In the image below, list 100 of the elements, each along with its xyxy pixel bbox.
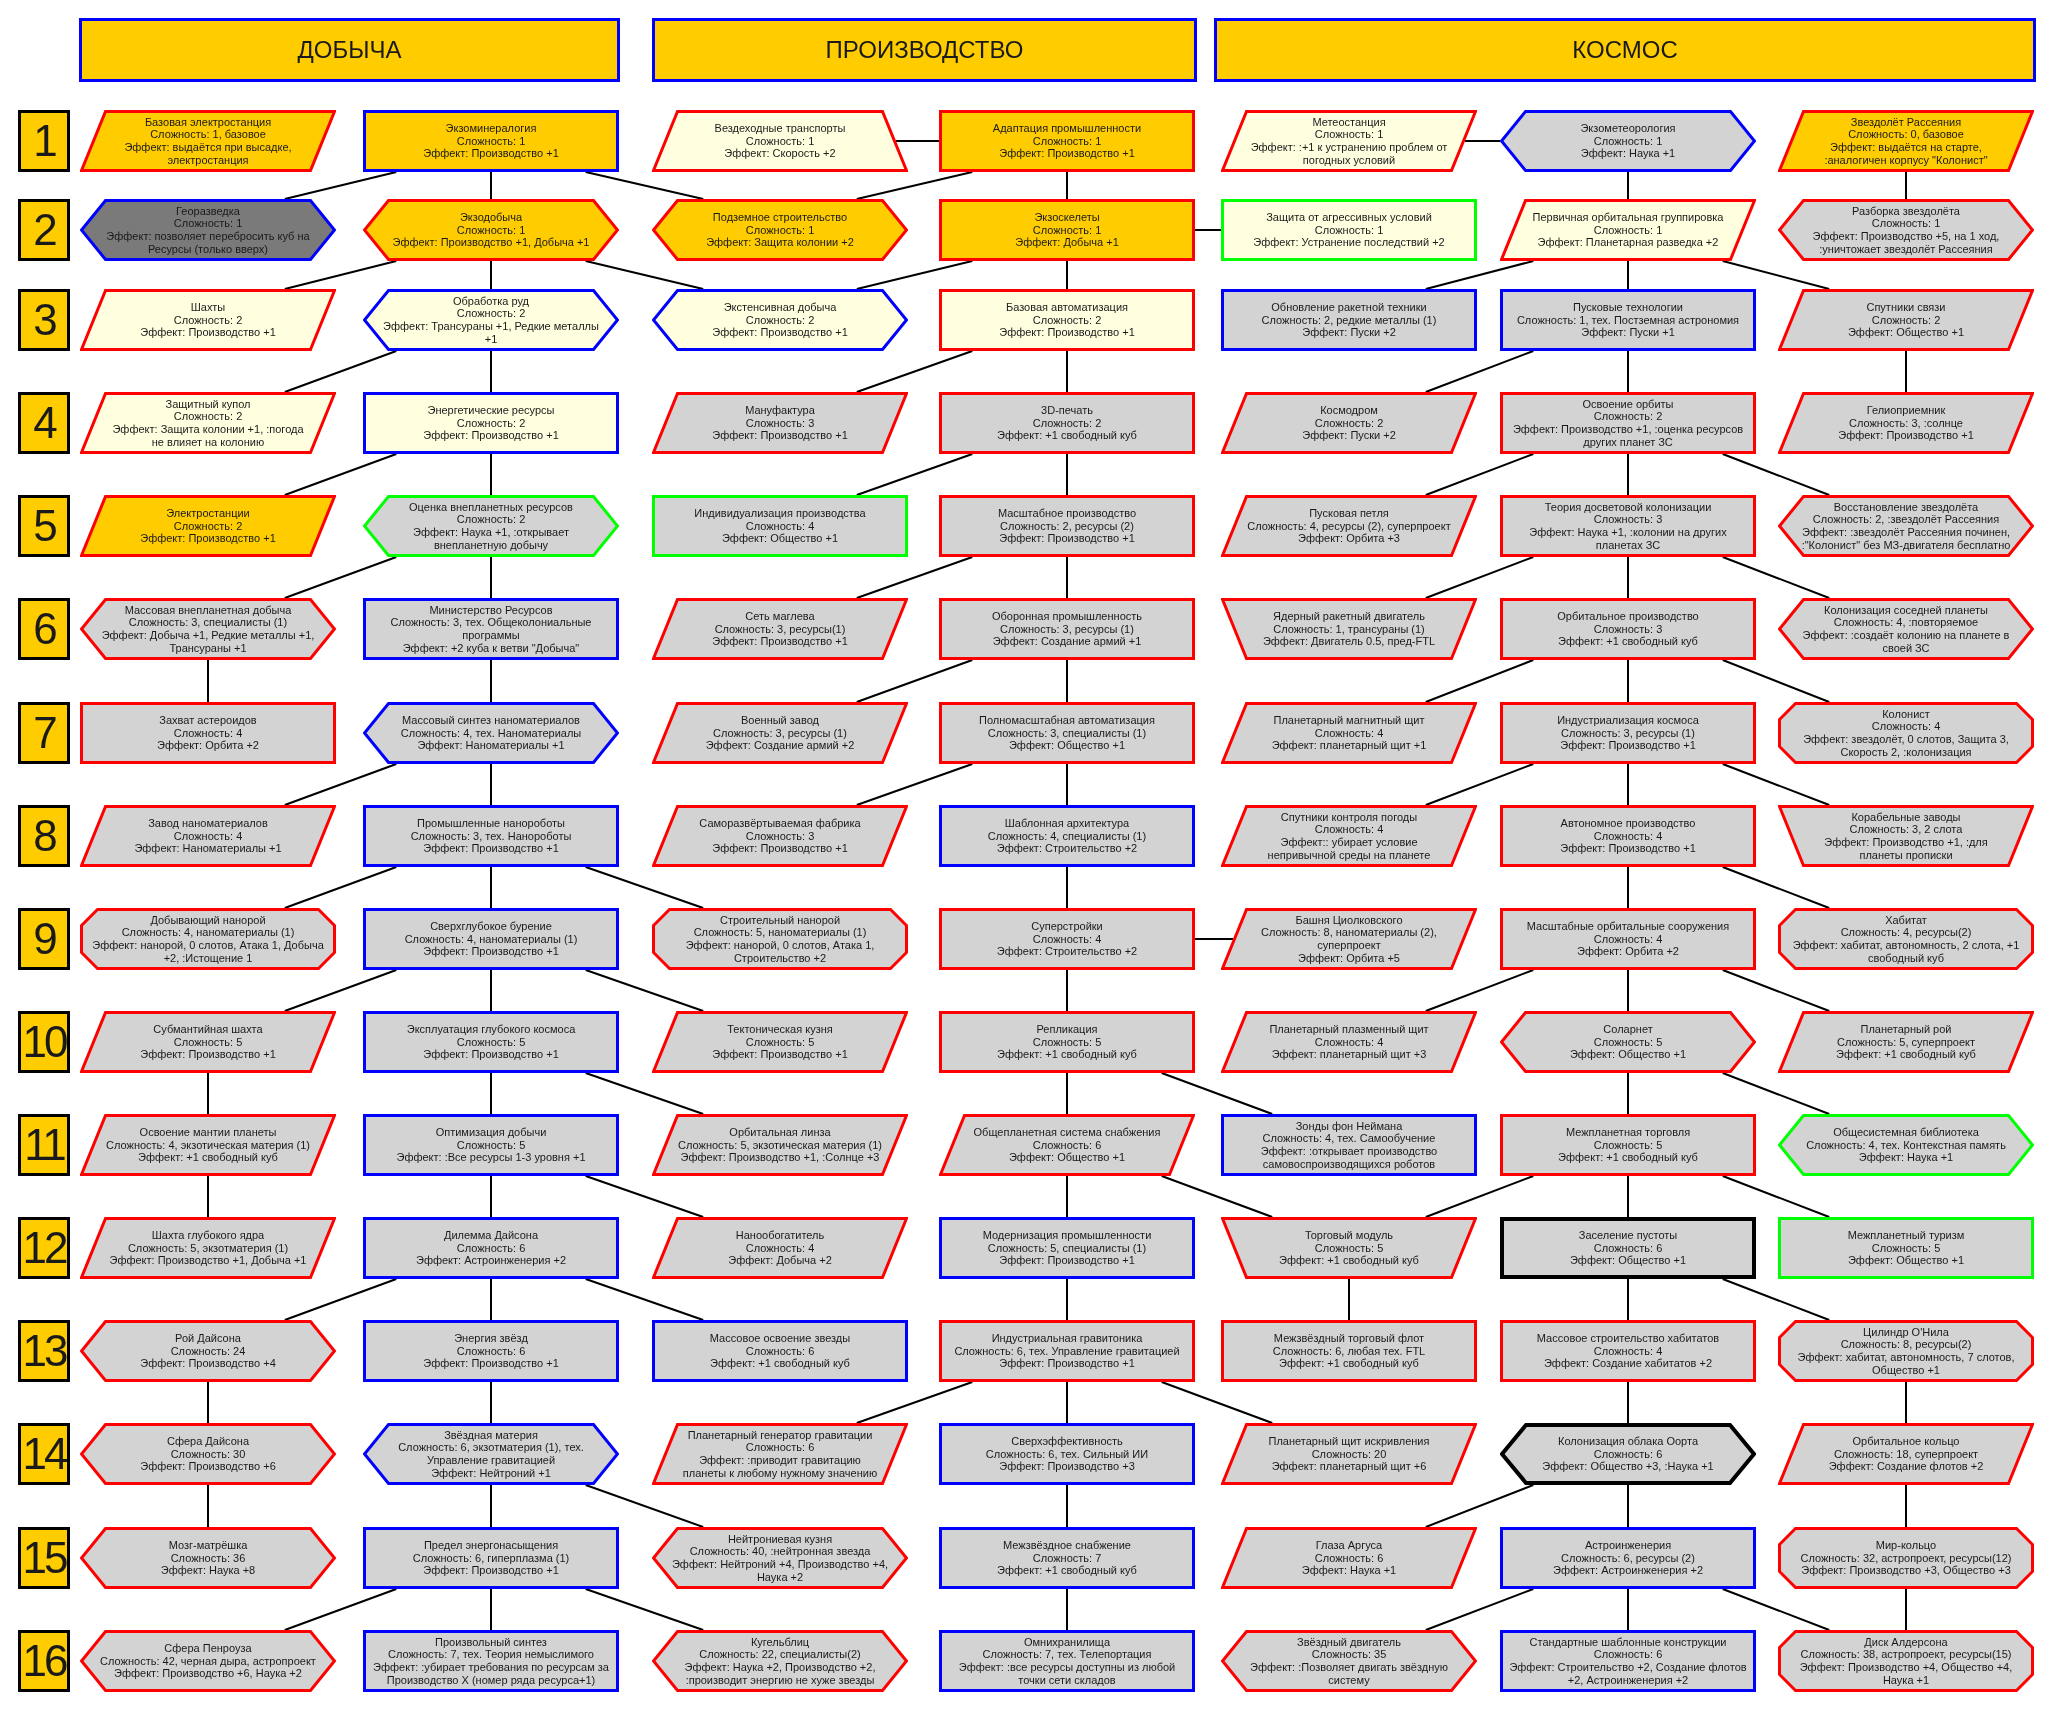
tech-complexity: Сложность: 2 xyxy=(456,307,526,320)
tech-title: Полномасштабная автоматизация xyxy=(979,714,1155,727)
tech-effect: Эффект: Производство +1 xyxy=(140,532,276,545)
tech-effect: Эффект: Производство +1 xyxy=(423,429,559,442)
row-number: 16 xyxy=(18,1630,70,1692)
tech-title: Ядерный ракетный двигатель xyxy=(1273,610,1425,623)
tech-title: Захват астероидов xyxy=(159,714,257,727)
tech-effect: Эффект: Орбита +2 xyxy=(157,739,259,752)
tech-complexity: Сложность: 1 xyxy=(745,223,815,237)
connector-line xyxy=(283,350,398,393)
tech-card xyxy=(1221,1114,1477,1176)
tech-title: Индустриализация космоса xyxy=(1557,714,1699,727)
tech-effect: Эффект: Производство +1 xyxy=(999,532,1135,545)
tech-card xyxy=(363,702,619,764)
tech-title: Экзометеорология xyxy=(1580,122,1676,135)
tech-title: Пусковая петля xyxy=(1309,507,1389,520)
tech-title: Оборонная промышленность xyxy=(991,610,1142,623)
tech-card xyxy=(363,1217,619,1279)
tech-complexity: Сложность: 5, экзотическая материя (1) xyxy=(678,1138,882,1152)
connector-line xyxy=(1066,1484,1068,1528)
tech-complexity: Сложность: 1 xyxy=(456,223,526,237)
tech-complexity: Сложность: 2 xyxy=(173,519,243,533)
tech-card xyxy=(1500,598,1756,660)
tech-card xyxy=(1221,1423,1477,1485)
tech-effect: Эффект: Нейтроний +4, Производство +4, Наука +2 xyxy=(670,1558,890,1584)
tech-card xyxy=(80,1114,336,1176)
connector-line xyxy=(1160,1175,1274,1218)
tech-complexity: Сложность: 40, :нейтронная звезда xyxy=(689,1545,871,1558)
row-number: 11 xyxy=(18,1114,70,1176)
tech-effect: Эффект: Производство +3, Общество +3 xyxy=(1801,1564,2011,1577)
connector-line xyxy=(1424,556,1535,599)
tech-title: Корабельные заводы xyxy=(1851,810,1961,824)
tech-card xyxy=(1221,1630,1477,1692)
tech-complexity: Сложность: 4 xyxy=(1314,823,1384,836)
tech-complexity: Сложность: 3 xyxy=(745,829,815,843)
tech-card xyxy=(363,1423,619,1485)
connector-line xyxy=(283,556,398,599)
connector-line xyxy=(1424,1484,1535,1528)
tech-card xyxy=(1221,199,1477,261)
tech-card xyxy=(939,199,1195,261)
tech-effect: Эффект: Создание флотов +2 xyxy=(1828,1460,1984,1473)
tech-card xyxy=(1778,392,2034,454)
tech-card xyxy=(1221,1527,1477,1589)
tech-effect: Эффект:: убирает условие непривычной среды на планете xyxy=(1266,836,1432,862)
tech-complexity: Сложность: 4, экзотическая материя (1) xyxy=(106,1138,310,1152)
tech-title: Подземное строительство xyxy=(712,211,848,224)
tech-effect: Эффект: Орбита +3 xyxy=(1298,532,1400,545)
tech-card xyxy=(1500,110,1756,172)
connector-line xyxy=(1160,1381,1274,1424)
tech-effect: Эффект: Общество +1 xyxy=(721,532,839,545)
tech-complexity: Сложность: 18, суперпроект xyxy=(1833,1447,1979,1461)
tech-effect: Эффект: Общество +3, :Наука +1 xyxy=(1542,1460,1714,1473)
tech-title: 3D-печать xyxy=(1041,404,1093,417)
tech-complexity: Сложность: 5 xyxy=(1593,1035,1663,1049)
row-number: 13 xyxy=(18,1320,70,1382)
tech-effect: Эффект: :все ресурсы доступны из любой точки сети складов xyxy=(957,1661,1177,1687)
tech-complexity: Сложность: 4 xyxy=(1871,720,1941,733)
tech-effect: Эффект: Нейтроний +1 xyxy=(431,1466,551,1480)
tech-effect: Эффект: Производство +1 xyxy=(423,1564,559,1577)
tech-title: Энергия звёзд xyxy=(454,1332,528,1345)
tech-effect: Эффект: :+1 к устранению проблем от погодных условий xyxy=(1249,141,1449,167)
tech-effect: Эффект: Создание армий +1 xyxy=(992,635,1142,648)
tech-complexity: Сложность: 5 xyxy=(745,1035,815,1049)
tech-card xyxy=(80,289,336,351)
tech-complexity: Сложность: 6 xyxy=(456,1344,526,1358)
connector-line xyxy=(1424,659,1535,703)
tech-effect: Эффект: хабитат, автономность, 2 слота, +1 свободный куб xyxy=(1791,939,2021,965)
tech-effect: Эффект: Пуски +2 xyxy=(1302,429,1396,442)
connector-line xyxy=(490,1278,492,1321)
tech-title: Массовый синтез наноматериалов xyxy=(402,714,580,727)
tech-effect: Эффект: Производство +1 xyxy=(140,1048,276,1061)
connector-line xyxy=(490,260,492,290)
connector-line xyxy=(895,140,940,142)
tech-effect: Эффект: Производство +1 xyxy=(712,842,848,855)
connector-line xyxy=(1627,969,1629,1012)
tech-complexity: Сложность: 2 xyxy=(173,313,243,327)
tech-title: Планетарный щит искривления xyxy=(1268,1435,1430,1448)
tech-card xyxy=(1221,702,1477,764)
tech-complexity: Сложность: 2 xyxy=(1314,416,1384,430)
tech-complexity: Сложность: 1 xyxy=(1871,217,1941,230)
tech-complexity: Сложность: 2 xyxy=(745,313,815,327)
connector-line xyxy=(1194,938,1234,940)
tech-title: Субмантийная шахта xyxy=(153,1023,263,1036)
tech-complexity: Сложность: 2, ресурсы (2) xyxy=(1000,519,1134,533)
tech-card xyxy=(363,110,619,172)
tech-title: Экзоскелеты xyxy=(1034,211,1100,224)
tech-complexity: Сложность: 1 xyxy=(1593,223,1663,237)
connector-line xyxy=(490,763,492,806)
tech-complexity: Сложность: 3, 2 слота xyxy=(1849,823,1963,836)
tech-complexity: Сложность: 6, экзотматерия (1), тех. Управление гравитацией xyxy=(397,1441,585,1467)
tech-title: Соларнет xyxy=(1603,1023,1653,1036)
tech-card xyxy=(1778,110,2034,172)
tech-title: Заселение пустоты xyxy=(1578,1229,1678,1242)
tech-card xyxy=(80,392,336,454)
tech-complexity: Сложность: 1 xyxy=(1032,223,1102,237)
tech-complexity: Сложность: 6 xyxy=(1593,1241,1663,1255)
tech-title: Защита от агрессивных условий xyxy=(1266,211,1432,224)
tech-effect: Эффект: Производство +5, на 1 ход, :уничтожает звездолёт Рассеяния xyxy=(1811,230,2001,256)
tech-complexity: Сложность: 2 xyxy=(1871,313,1941,327)
tech-title: Рой Дайсона xyxy=(175,1332,241,1345)
